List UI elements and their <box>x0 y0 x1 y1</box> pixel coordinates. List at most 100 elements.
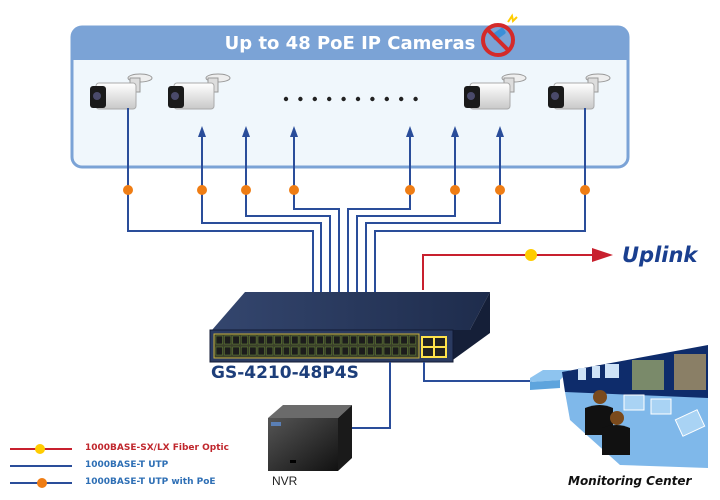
poe-badge <box>580 185 590 195</box>
monitoring-center-label: Monitoring Center <box>568 474 692 488</box>
port <box>291 346 299 356</box>
arrow-up-icon <box>242 126 250 137</box>
port <box>383 346 391 356</box>
arrow-up-icon <box>451 126 459 137</box>
ip-camera-icon <box>168 73 231 110</box>
poe-badge <box>241 185 251 195</box>
port <box>400 346 408 356</box>
ellipsis-dot <box>355 96 361 102</box>
port <box>375 335 383 345</box>
port <box>308 335 316 345</box>
port <box>408 346 416 356</box>
poe-badge <box>495 185 505 195</box>
port <box>266 335 274 345</box>
port <box>240 346 248 356</box>
port <box>400 335 408 345</box>
port <box>408 335 416 345</box>
port <box>224 335 232 345</box>
nvr-utp-line <box>350 362 391 429</box>
poe-utp-line <box>201 135 322 292</box>
port <box>274 346 282 356</box>
legend-poe-label: 1000BASE-T UTP with PoE <box>85 477 216 487</box>
arrow-up-icon <box>198 126 206 137</box>
poe-badge <box>197 185 207 195</box>
monitoring-center-icon <box>530 345 708 468</box>
port <box>375 346 383 356</box>
port <box>316 346 324 356</box>
port <box>240 335 248 345</box>
ellipsis-dot <box>298 96 303 102</box>
port <box>366 346 374 356</box>
ellipsis-dot <box>370 96 375 102</box>
more-cameras-ellipsis <box>283 96 418 102</box>
port <box>358 346 366 356</box>
port <box>366 335 374 345</box>
arrow-up-icon <box>406 126 414 137</box>
port <box>324 335 332 345</box>
uplink-label: Uplink <box>622 243 698 267</box>
port <box>299 335 307 345</box>
port <box>224 346 232 356</box>
poe-utp-line <box>356 135 456 292</box>
legend-utp-label: 1000BASE-T UTP <box>85 460 169 470</box>
page-title: Up to 48 PoE IP Cameras <box>224 33 476 54</box>
poe-utp-line <box>347 135 411 292</box>
port <box>350 335 358 345</box>
port <box>358 335 366 345</box>
no-power-icon <box>481 13 518 57</box>
port <box>215 335 223 345</box>
ellipsis-dot <box>384 96 389 102</box>
port <box>324 346 332 356</box>
ellipsis-dot <box>341 96 346 102</box>
arrow-up-icon <box>496 126 504 137</box>
switch-icon <box>209 292 490 363</box>
port <box>341 335 349 345</box>
legend-fiber-line <box>10 444 72 454</box>
port <box>274 335 282 345</box>
poe-utp-line <box>374 108 586 292</box>
ip-camera-icon <box>548 73 611 110</box>
ip-camera-icon <box>90 73 153 110</box>
poe-badge <box>450 185 460 195</box>
port <box>350 346 358 356</box>
port <box>299 346 307 356</box>
ellipsis-dot <box>327 96 332 102</box>
poe-utp-line <box>293 135 340 292</box>
ellipsis-dot <box>399 96 404 102</box>
poe-badge <box>405 185 415 195</box>
port <box>392 346 400 356</box>
nvr-icon <box>268 405 352 471</box>
poe-badge <box>123 185 133 195</box>
fiber-badge <box>525 249 537 261</box>
port <box>308 346 316 356</box>
monitoring-utp-line <box>423 362 532 382</box>
port <box>282 335 290 345</box>
ellipsis-dot <box>312 96 317 102</box>
port <box>341 346 349 356</box>
port <box>215 346 223 356</box>
port <box>392 335 400 345</box>
port <box>316 335 324 345</box>
poe-utp-line <box>127 108 314 292</box>
arrow-up-icon <box>290 126 298 137</box>
port <box>282 346 290 356</box>
ellipsis-dot <box>283 96 289 102</box>
port <box>266 346 274 356</box>
port <box>257 346 265 356</box>
port <box>249 346 257 356</box>
port <box>232 335 240 345</box>
switch-model-label: GS-4210-48P4S <box>211 363 359 383</box>
ip-camera-icon <box>464 73 527 110</box>
port <box>257 335 265 345</box>
port <box>249 335 257 345</box>
port <box>333 346 341 356</box>
port <box>291 335 299 345</box>
poe-utp-line <box>245 135 331 292</box>
port <box>232 346 240 356</box>
poe-utp-line <box>365 135 501 292</box>
legend-poe-line <box>10 478 72 488</box>
legend-fiber-label: 1000BASE-SX/LX Fiber Optic <box>85 443 229 453</box>
ellipsis-dot <box>413 96 418 102</box>
uplink-fiber-line <box>422 248 613 290</box>
